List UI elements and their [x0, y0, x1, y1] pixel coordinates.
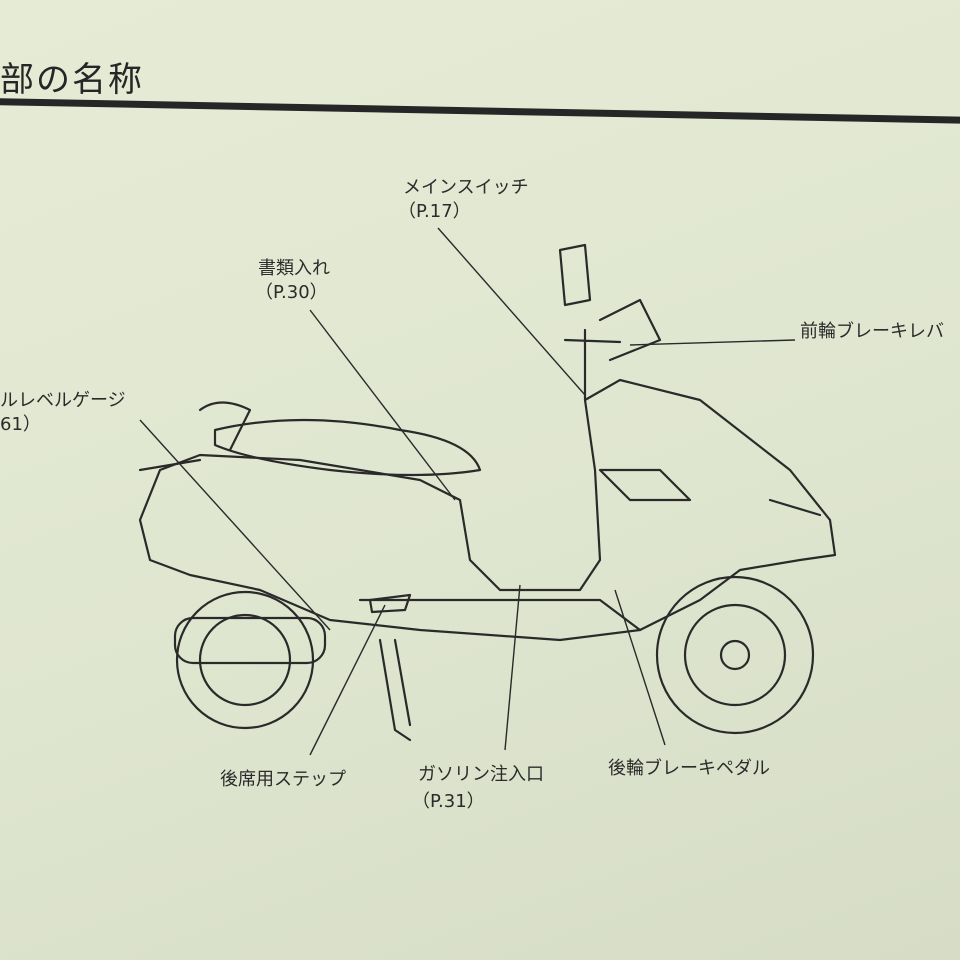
- leader-oil-level-gauge: [139, 419, 331, 631]
- front-wheel: [655, 575, 815, 735]
- muffler: [173, 616, 327, 665]
- label-rear-brake-pedal: 後輪ブレーキペダル: [608, 758, 770, 779]
- leader-fuel-inlet: [504, 584, 521, 751]
- label-front-brake-lever: 前輪ブレーキレバ: [800, 321, 944, 342]
- page-title: 部の名称: [0, 60, 144, 100]
- label-document-holder: 書類入れ: [258, 258, 330, 279]
- label-document-holder-page: （P.30）: [255, 282, 328, 303]
- label-passenger-step: 後席用ステップ: [220, 769, 346, 790]
- leader-rear-brake-pedal: [614, 589, 666, 746]
- label-main-switch-page: （P.17）: [398, 201, 471, 222]
- rear-wheel: [175, 590, 315, 730]
- leader-front-brake-lever: [629, 339, 796, 346]
- handlebar: [558, 243, 662, 402]
- label-main-switch: メインスイッチ: [403, 177, 529, 198]
- leader-passenger-step: [309, 604, 386, 756]
- label-fuel-inlet-page: （P.31）: [412, 791, 485, 812]
- label-fuel-inlet: ガソリン注入口: [418, 764, 544, 785]
- leader-main-switch: [437, 227, 586, 396]
- label-oil-level-gauge: ルレベルゲージ: [0, 390, 126, 411]
- label-oil-level-gauge-page: 61）: [0, 414, 41, 435]
- seat: [213, 418, 482, 477]
- leader-document-holder: [309, 309, 456, 501]
